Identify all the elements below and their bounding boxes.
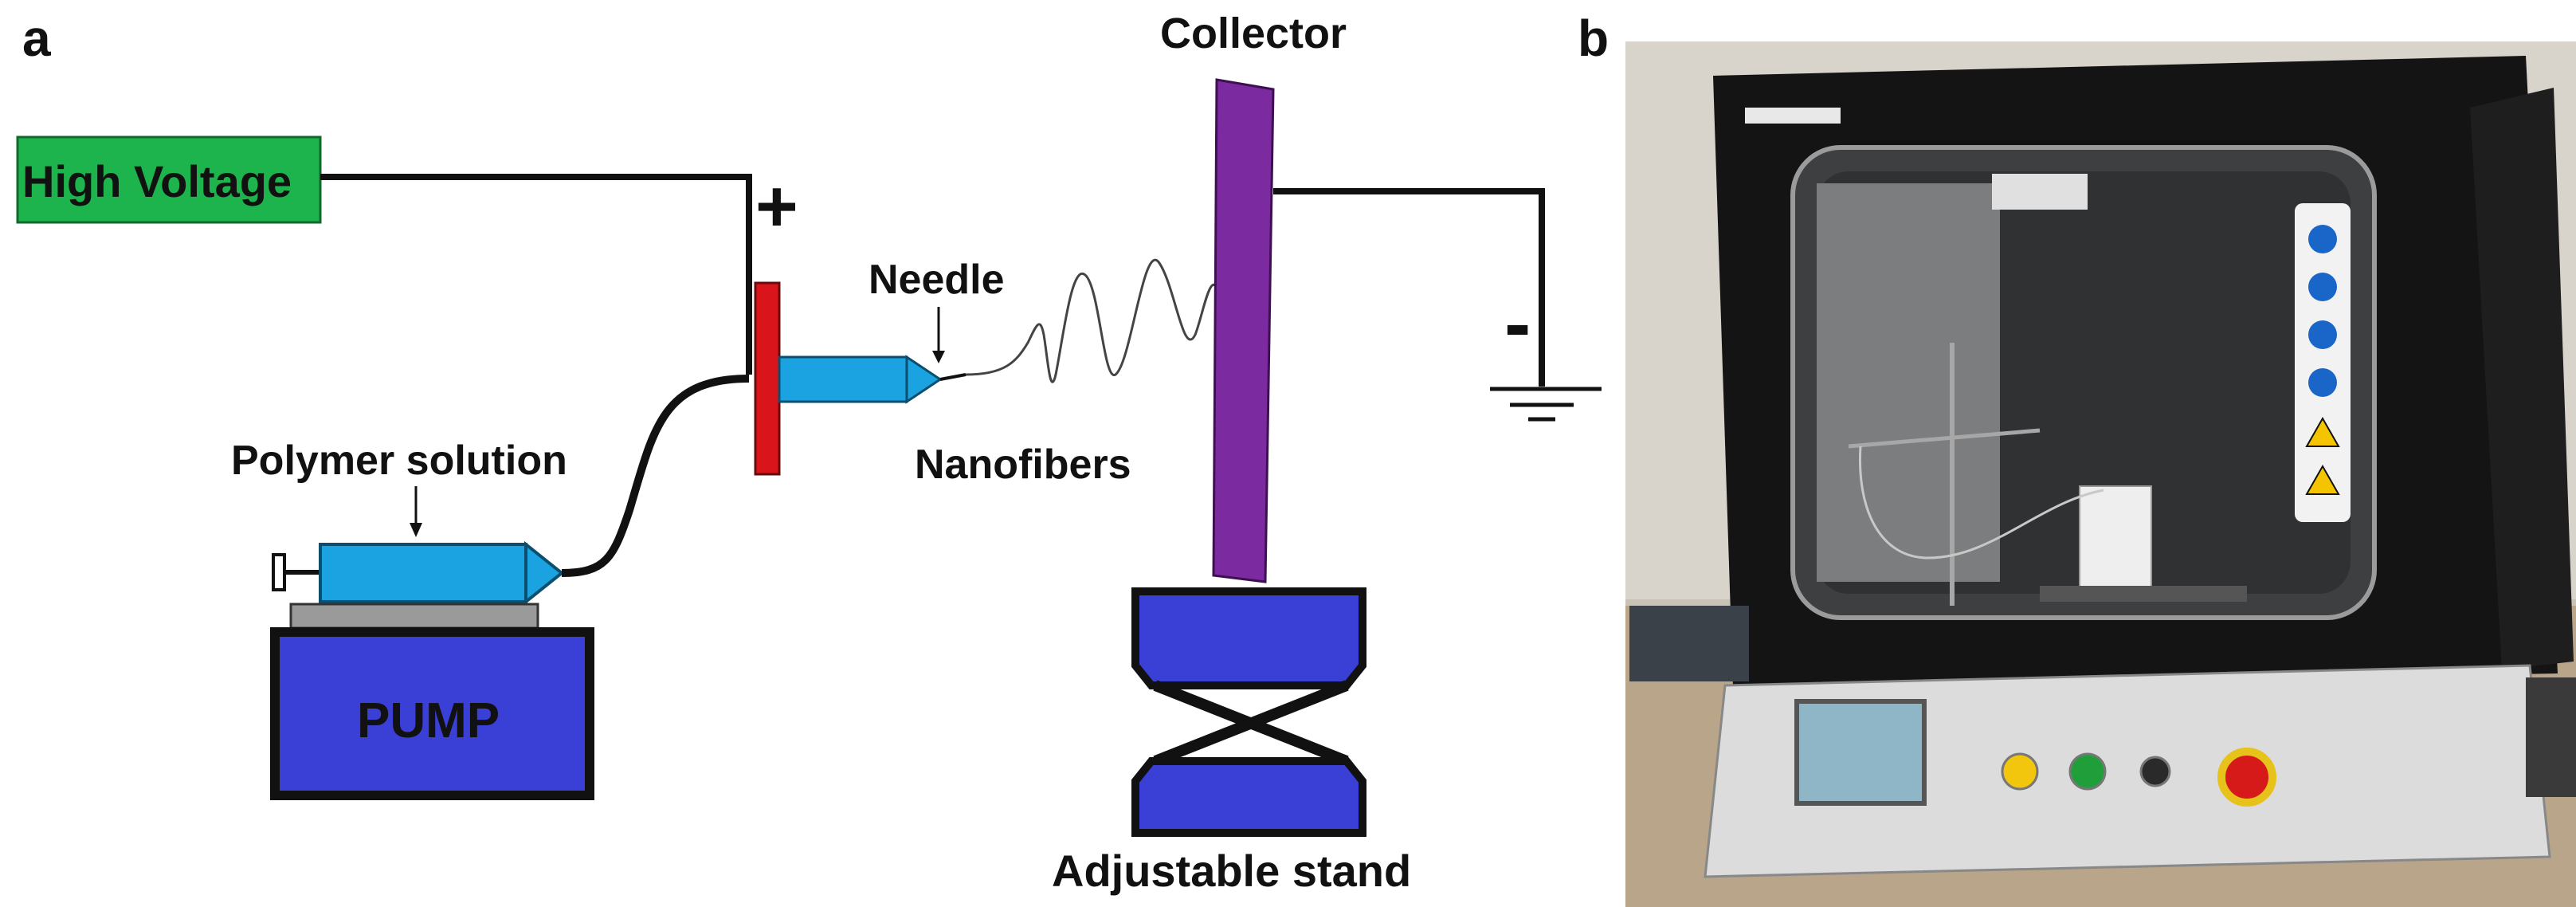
- nanofiber-jet: [965, 258, 1254, 383]
- needle-tip: [939, 373, 966, 381]
- warning-triangle-icon-2: [2305, 464, 2340, 495]
- inner-cable: [1858, 446, 2104, 560]
- emergency-stop-button: [2217, 748, 2276, 807]
- pump-tray: [289, 603, 539, 630]
- safety-icon-1: [2308, 225, 2337, 253]
- negative-sign: -: [1504, 279, 1531, 368]
- inner-light-panel: [1817, 183, 2000, 582]
- inner-rail: [2040, 586, 2247, 602]
- yellow-button: [2001, 752, 2039, 791]
- high-voltage-wire: [320, 174, 752, 375]
- machine-side-panel: [2470, 88, 2574, 669]
- control-display-screen: [1794, 699, 1927, 806]
- green-button: [2068, 752, 2107, 791]
- needle-arrow-head: [932, 351, 945, 363]
- stand-scissor-2: [1153, 680, 1349, 767]
- adjustable-stand-label: Adjustable stand: [1052, 846, 1411, 896]
- syringe-pump-block: [2079, 485, 2152, 599]
- collector-label: Collector: [1160, 10, 1347, 57]
- needle-label: Needle: [868, 257, 1005, 303]
- panel-a-letter: a: [22, 10, 51, 67]
- high-voltage-box: [16, 135, 322, 224]
- machine-top-label: [1745, 108, 1841, 124]
- safety-icon-2: [2308, 273, 2337, 301]
- polymer-solution-label: Polymer solution: [231, 438, 567, 484]
- polymer-arrow-head: [410, 523, 422, 537]
- pump-body: [270, 627, 594, 800]
- nanofibers-label: Nanofibers: [915, 442, 1131, 488]
- syringe-plunger-handle: [272, 553, 286, 591]
- feed-tubing: [561, 375, 750, 577]
- syringe-body: [319, 543, 527, 603]
- stand-top-block: [1131, 587, 1366, 689]
- chamber-warning-label: [1992, 174, 2088, 210]
- syringe-tip: [524, 540, 565, 606]
- safety-icon-3: [2308, 320, 2337, 349]
- bench-device-left: [1629, 606, 1749, 681]
- spinneret-syringe-tip: [905, 355, 943, 404]
- key-switch: [2139, 756, 2171, 787]
- pump-syringe: [272, 540, 565, 606]
- adjustable-stand: [1131, 587, 1366, 837]
- needle-holder: [754, 281, 781, 476]
- retort-stand-arm: [1848, 428, 2041, 449]
- panel-a-schematic: a High Voltage + Needle Nanofibers Colle…: [16, 10, 1602, 896]
- spinneret-syringe-body: [778, 355, 908, 403]
- stand-bottom-block: [1131, 757, 1366, 837]
- positive-sign: +: [755, 166, 798, 247]
- panel-b-letter: b: [1578, 10, 1609, 67]
- bench-box-right: [2526, 677, 2576, 797]
- high-voltage-label: High Voltage: [22, 156, 292, 206]
- warning-triangle-icon-1: [2305, 416, 2340, 447]
- panel-b-photo: b: [1578, 10, 2576, 907]
- ground-wire: [1273, 188, 1545, 387]
- pump-label: PUMP: [357, 693, 500, 748]
- collector-plate: [1212, 78, 1275, 583]
- safety-icon-4: [2308, 368, 2337, 397]
